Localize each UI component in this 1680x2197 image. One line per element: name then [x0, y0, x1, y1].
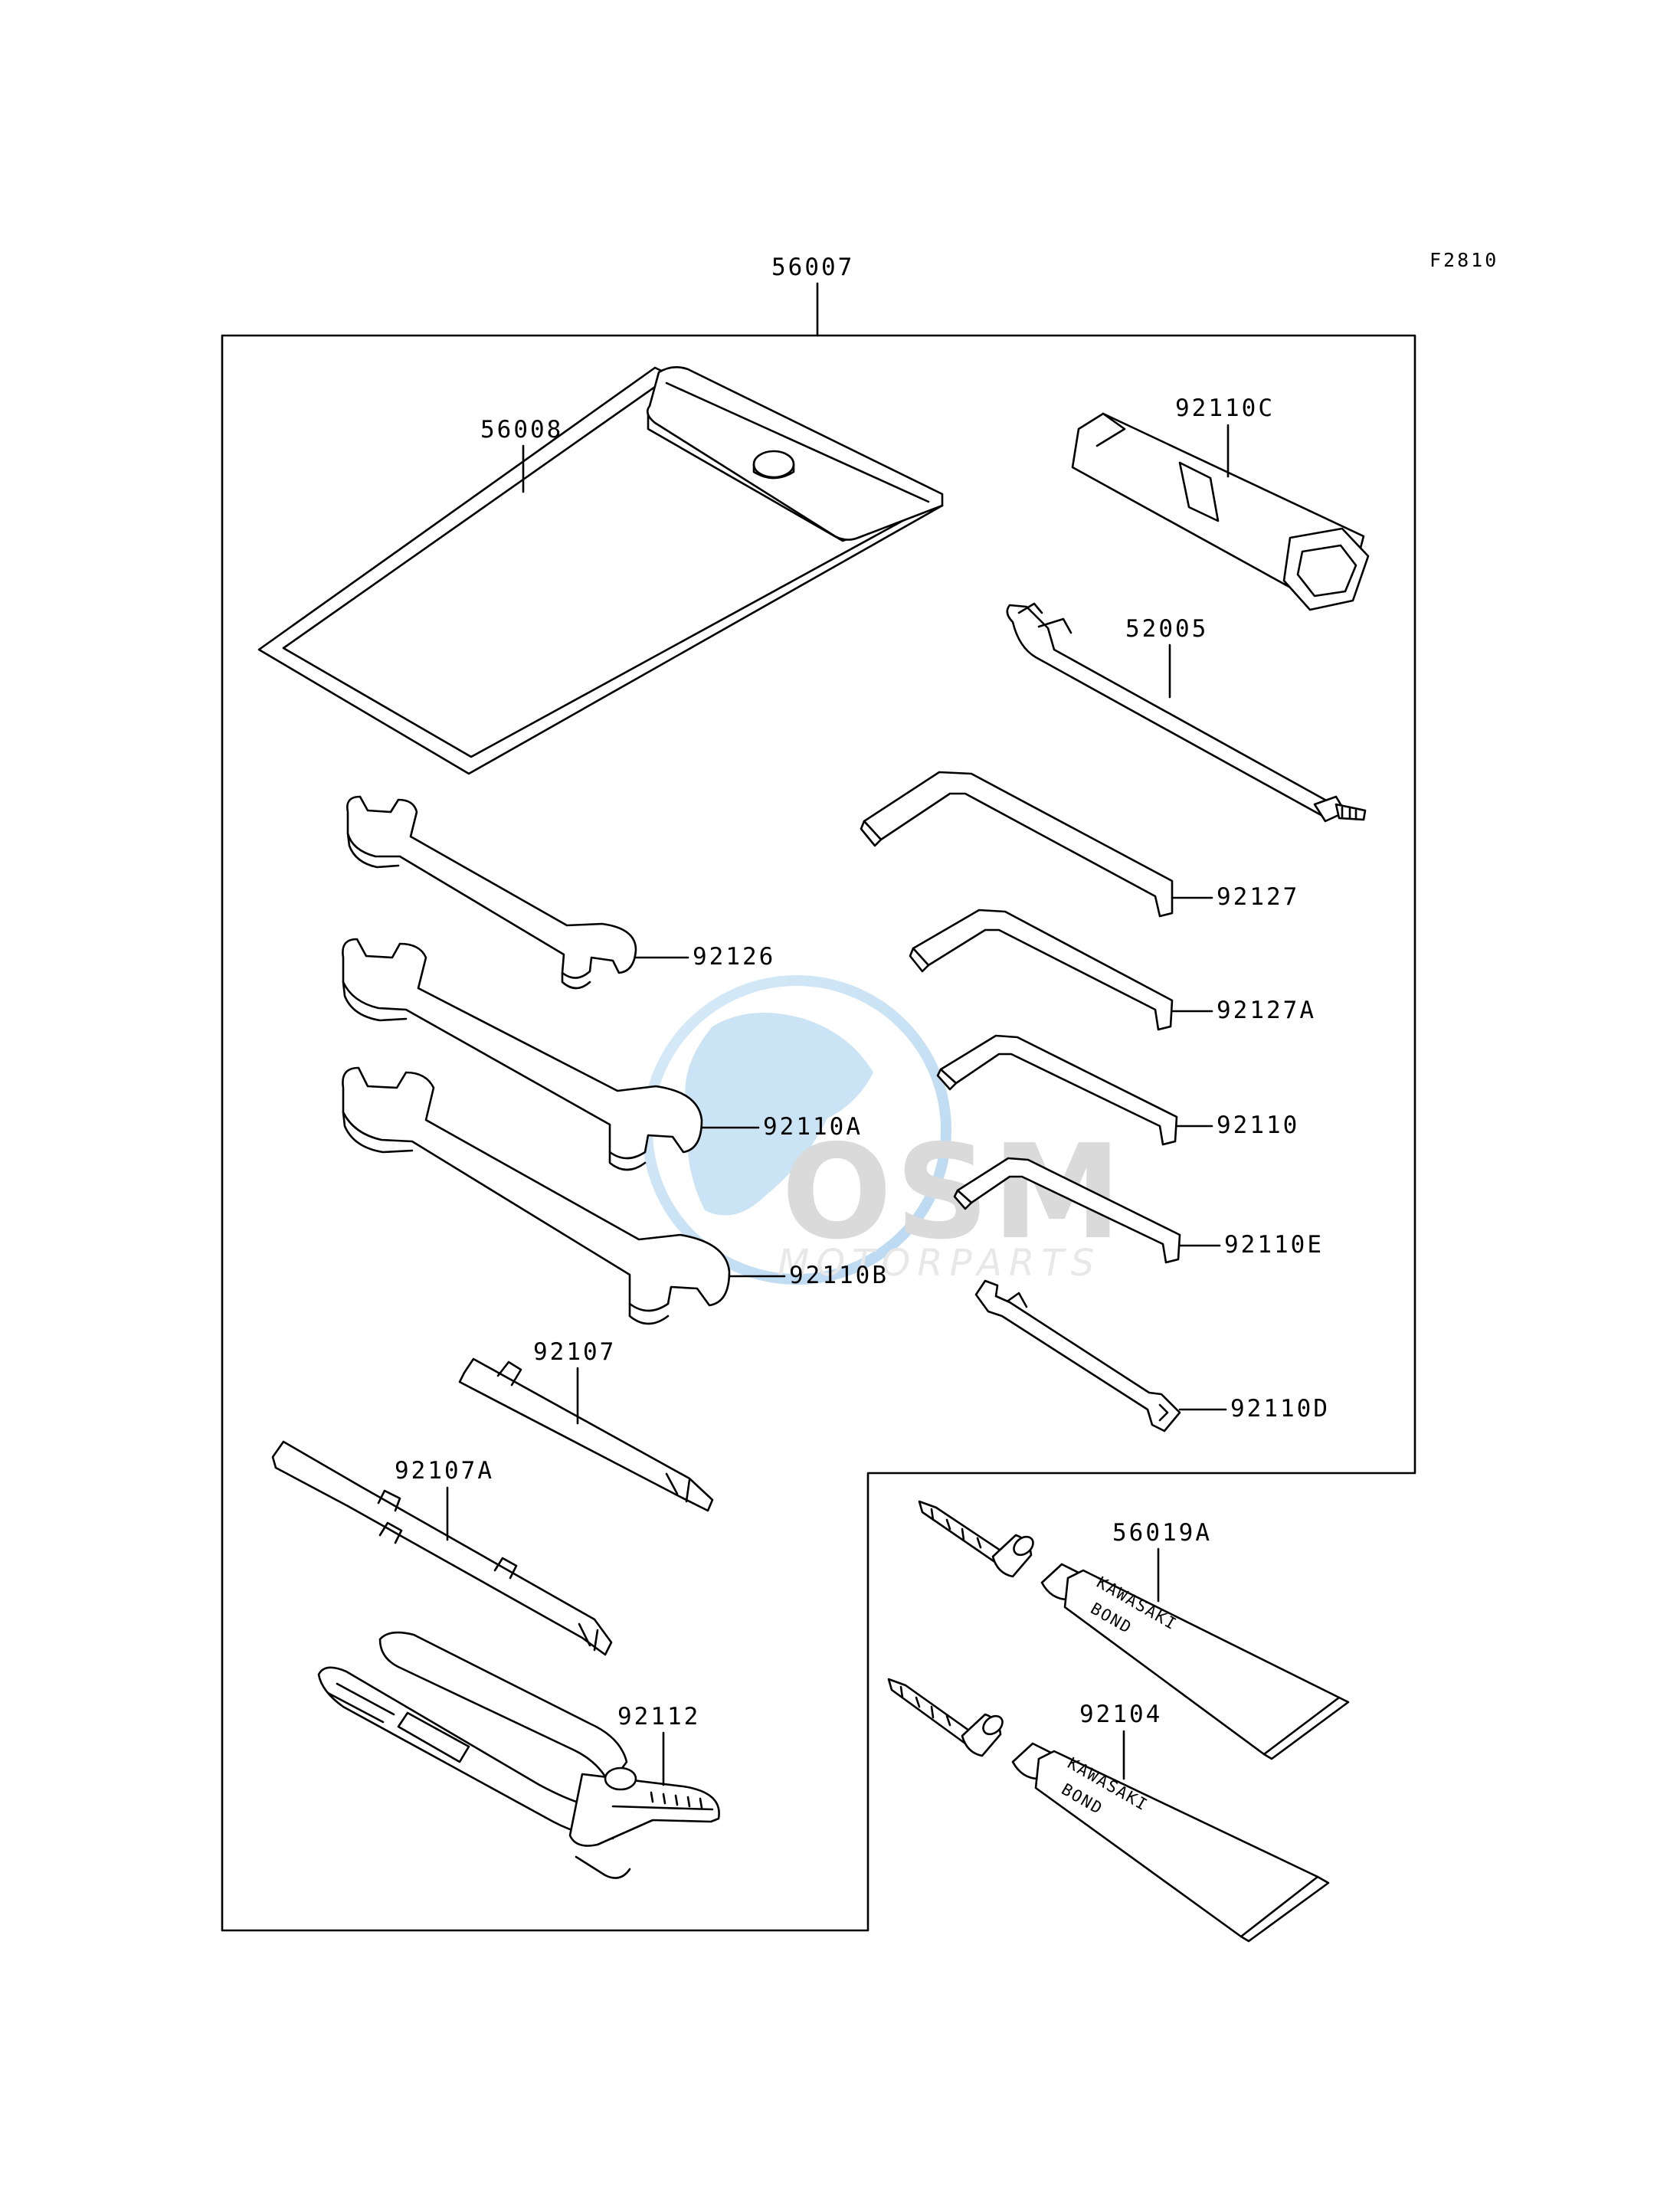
wrench-92110a: [342, 938, 703, 1171]
label-bond-92104: 92104: [1079, 1701, 1162, 1728]
pin-wrench: [974, 1279, 1181, 1432]
label-case: 56008: [480, 416, 563, 444]
hex-key-92110e: [953, 1157, 1181, 1264]
label-spoke-tool: 52005: [1125, 615, 1208, 643]
label-pliers: 92112: [617, 1703, 700, 1730]
hex-key-92127a: [909, 909, 1174, 1031]
label-wrench-92110b: 92110B: [789, 1262, 889, 1289]
screwdriver-combo: [271, 1440, 613, 1656]
spoke-tool: [1006, 602, 1367, 823]
watermark-logo: OSM MOTORPARTS: [642, 975, 1122, 1285]
label-wrench-92126: 92126: [693, 943, 775, 971]
wrench-92126: [346, 795, 637, 990]
plug-wrench: [1071, 412, 1370, 611]
label-kit: 56007: [771, 254, 854, 281]
tool-case: [257, 365, 944, 775]
label-plug-wrench: 92110C: [1175, 395, 1275, 422]
hex-key-92127: [860, 771, 1174, 918]
watermark-sub-text: MOTORPARTS: [778, 1242, 1101, 1285]
label-hex-key-92110: 92110: [1217, 1112, 1299, 1139]
pliers: [317, 1631, 720, 1879]
screwdriver-shaft: [458, 1357, 714, 1512]
label-hex-key-92127: 92127: [1217, 883, 1299, 911]
label-hex-key-92127a: 92127A: [1217, 997, 1316, 1024]
label-bond-56019a: 56019A: [1112, 1519, 1212, 1547]
label-wrench-92110a: 92110A: [763, 1113, 863, 1141]
hex-key-92110: [936, 1034, 1178, 1146]
figure-id: F2810: [1429, 249, 1498, 271]
globe-continent-shape: [685, 1013, 873, 1216]
label-hex-key-92110e: 92110E: [1224, 1231, 1324, 1259]
label-screwdriver-combo: 92107A: [395, 1457, 494, 1485]
kit-boundary: [221, 334, 1416, 1932]
wrench-92110b: [342, 1066, 731, 1325]
label-screwdriver-shaft: 92107: [533, 1338, 616, 1366]
label-pin-wrench: 92110D: [1230, 1395, 1330, 1423]
